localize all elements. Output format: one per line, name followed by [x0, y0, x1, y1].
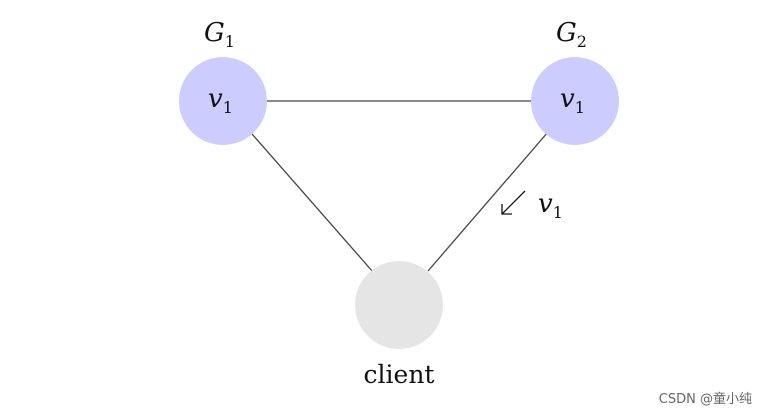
edge-g1-client — [251, 133, 374, 273]
node-client — [355, 261, 443, 349]
edge-g2-client — [427, 131, 549, 272]
node-g2-label: v1 — [560, 84, 585, 117]
node-g1 — [179, 57, 267, 145]
group-label-g1: G1 — [204, 18, 235, 51]
client-label: client — [364, 360, 435, 389]
group-label-g2: G2 — [556, 18, 587, 51]
message-arrow-icon — [501, 190, 526, 215]
message-label: v1 — [538, 189, 563, 222]
node-g2 — [531, 57, 619, 145]
watermark: CSDN @童小纯 — [658, 392, 752, 407]
node-g1-label: v1 — [208, 84, 233, 117]
